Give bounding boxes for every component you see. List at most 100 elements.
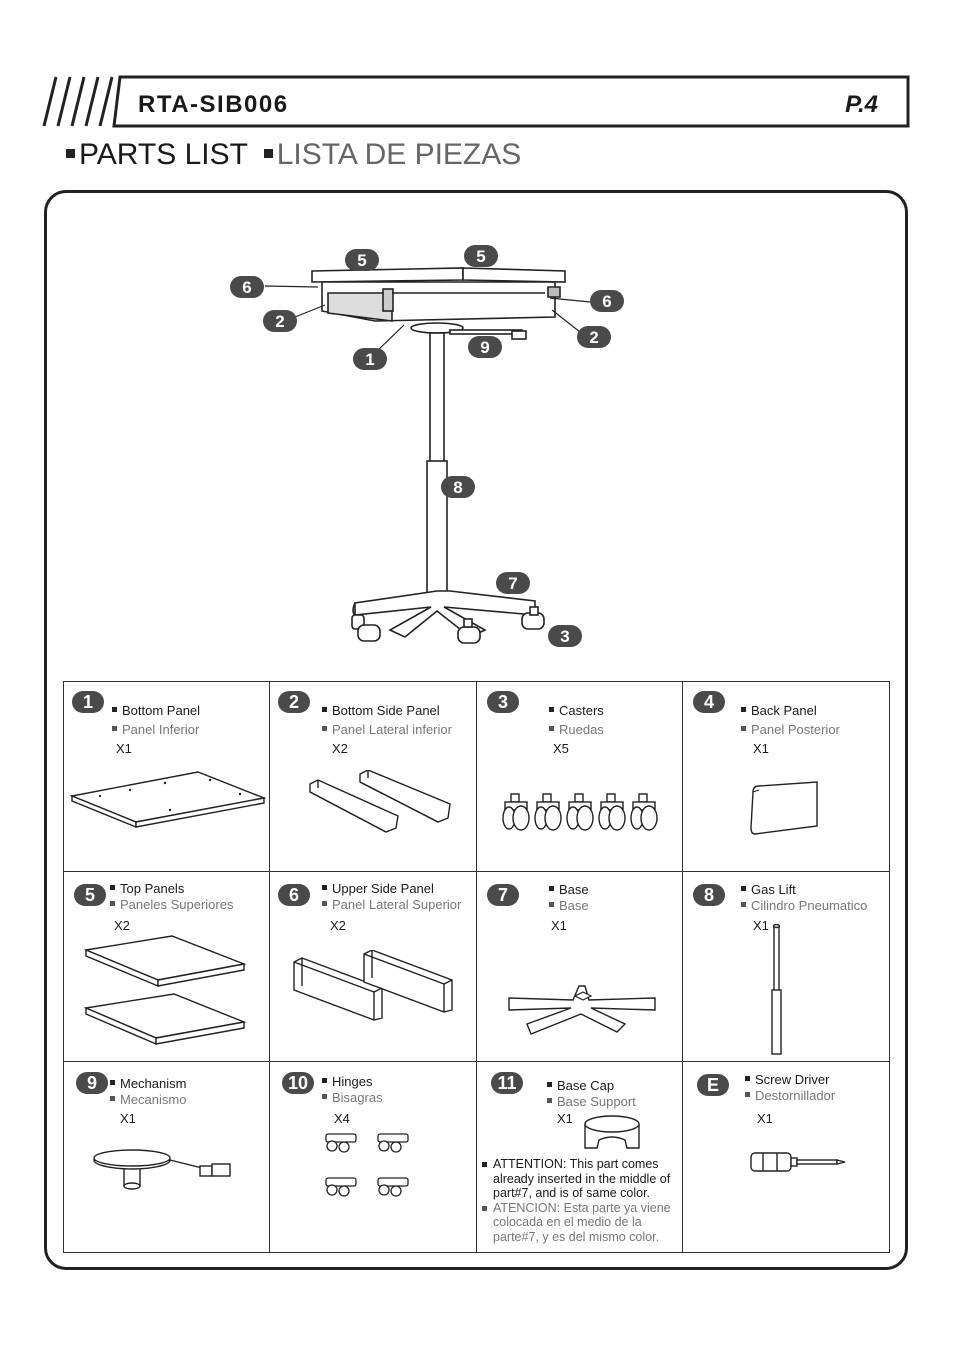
part-number-badge: 1 [72,691,104,713]
part-cell: 6 Upper Side Panel Panel Lateral Superio… [270,872,477,1062]
part-cell: 7 Base Base X1 [477,872,683,1062]
callout-2-label: 2 [589,328,598,347]
part-name-en: Upper Side Panel [322,881,434,896]
part-quantity: X1 [551,918,567,933]
callout-5 [464,245,498,267]
callout-9 [468,336,502,358]
part-quantity: X2 [114,918,130,933]
callout-5-label: 5 [357,251,366,270]
bottom-panel-drawing [70,771,266,829]
gas-lift-drawing [771,924,782,1055]
part-number-badge: 5 [74,884,106,906]
callout-6 [590,290,624,312]
callout-1-label: 1 [365,350,374,369]
callout-8-label: 8 [453,478,462,497]
part-number-badge: 6 [278,884,310,906]
callout-2 [577,326,611,348]
callout-2-label: 2 [275,312,284,331]
part-name-en: Base [549,882,589,897]
hinges-drawing [325,1133,409,1197]
part-quantity: X1 [557,1111,573,1126]
parts-table: 1 Bottom Panel Panel Inferior X1 2 Botto… [63,681,890,1253]
model-number: RTA-SIB006 [138,91,289,118]
attention-note: ATTENTION: This part comes already inser… [481,1157,681,1244]
attention-note-en: ATTENTION: This part comes already inser… [481,1157,681,1201]
callout-6-label: 6 [602,292,611,311]
part-name-en: Bottom Panel [112,703,200,718]
part-cell: E Screw Driver Destornillador X1 [683,1062,889,1252]
callout-5 [345,249,379,271]
base-drawing [508,985,656,1035]
callout-8 [441,476,475,498]
callout-7 [496,572,530,594]
part-name-en: Gas Lift [741,882,796,897]
part-cell: 10 Hinges Bisagras X4 [270,1062,477,1252]
part-number-badge: 3 [487,691,519,713]
part-quantity: X4 [334,1111,350,1126]
part-name-es: Ruedas [549,722,604,737]
callout-3 [548,625,582,647]
upper-side-panel-drawing [293,950,453,1021]
part-cell: 5 Top Panels Paneles Superiores X2 [64,872,270,1062]
callout-6 [230,276,264,298]
part-name-es: Destornillador [745,1088,835,1103]
callout-1 [353,348,387,370]
part-number-badge: 9 [76,1072,108,1094]
parts-frame [44,190,908,1270]
part-number-badge: E [697,1074,729,1096]
part-name-en: Back Panel [741,703,817,718]
part-cell: 11 Base Cap Base Support X1 ATTENTION: T… [477,1062,683,1252]
callout-6-label: 6 [242,278,251,297]
screwdriver-drawing [750,1152,846,1172]
part-number-badge: 11 [491,1072,523,1094]
part-name-en: Bottom Side Panel [322,703,440,718]
callout-3-label: 3 [560,627,569,646]
part-quantity: X1 [757,1111,773,1126]
callout-7-label: 7 [508,574,517,593]
mechanism-drawing [93,1149,231,1190]
part-number-badge: 10 [282,1072,314,1094]
assembly-drawing: 5 5 6 6 2 2 1 9 8 7 3 [230,245,624,647]
part-quantity: X2 [332,741,348,756]
back-panel-drawing [750,781,818,835]
bottom-side-panel-drawing [309,770,451,833]
part-quantity: X2 [330,918,346,933]
part-number-badge: 2 [278,691,310,713]
part-quantity: X5 [553,741,569,756]
part-name-es: Mecanismo [110,1092,186,1107]
section-title: PARTS LIST LISTA DE PIEZAS [66,138,521,172]
part-name-es: Panel Lateral Superior [322,897,461,912]
page-number: P.4 [845,91,878,118]
part-name-en: Hinges [322,1074,372,1089]
base-cap-drawing [584,1115,640,1149]
callout-9-label: 9 [480,338,489,357]
part-name-es: Panel Posterior [741,722,840,737]
part-cell: 4 Back Panel Panel Posterior X1 [683,682,889,872]
part-cell: 8 Gas Lift Cilindro Pneumatico X1 [683,872,889,1062]
callout-2 [263,310,297,332]
part-cell: 2 Bottom Side Panel Panel Lateral inferi… [270,682,477,872]
part-name-es: Panel Inferior [112,722,199,737]
part-quantity: X1 [753,918,769,933]
part-name-es: Base Support [547,1094,636,1109]
part-number-badge: 4 [693,691,725,713]
bullet-icon [66,148,75,158]
part-cell: 3 Casters Ruedas X5 [477,682,683,872]
part-name-en: Casters [549,703,604,718]
callout-5-label: 5 [476,247,485,266]
page-header: RTA-SIB006 P.4 [42,75,910,129]
header-frame [42,75,910,128]
top-panels-drawing [84,935,247,1046]
part-name-en: Mechanism [110,1076,186,1091]
part-name-en: Base Cap [547,1078,614,1093]
title-es: LISTA DE PIEZAS [276,138,522,171]
part-number-badge: 7 [487,884,519,906]
part-name-es: Panel Lateral inferior [322,722,452,737]
part-name-es: Base [549,898,589,913]
part-name-es: Bisagras [322,1090,383,1105]
bullet-icon [263,148,273,158]
part-quantity: X1 [116,741,132,756]
attention-note-es: ATENCION: Esta parte ya viene colocada e… [481,1201,681,1245]
casters-drawing [502,793,658,831]
part-quantity: X1 [753,741,769,756]
